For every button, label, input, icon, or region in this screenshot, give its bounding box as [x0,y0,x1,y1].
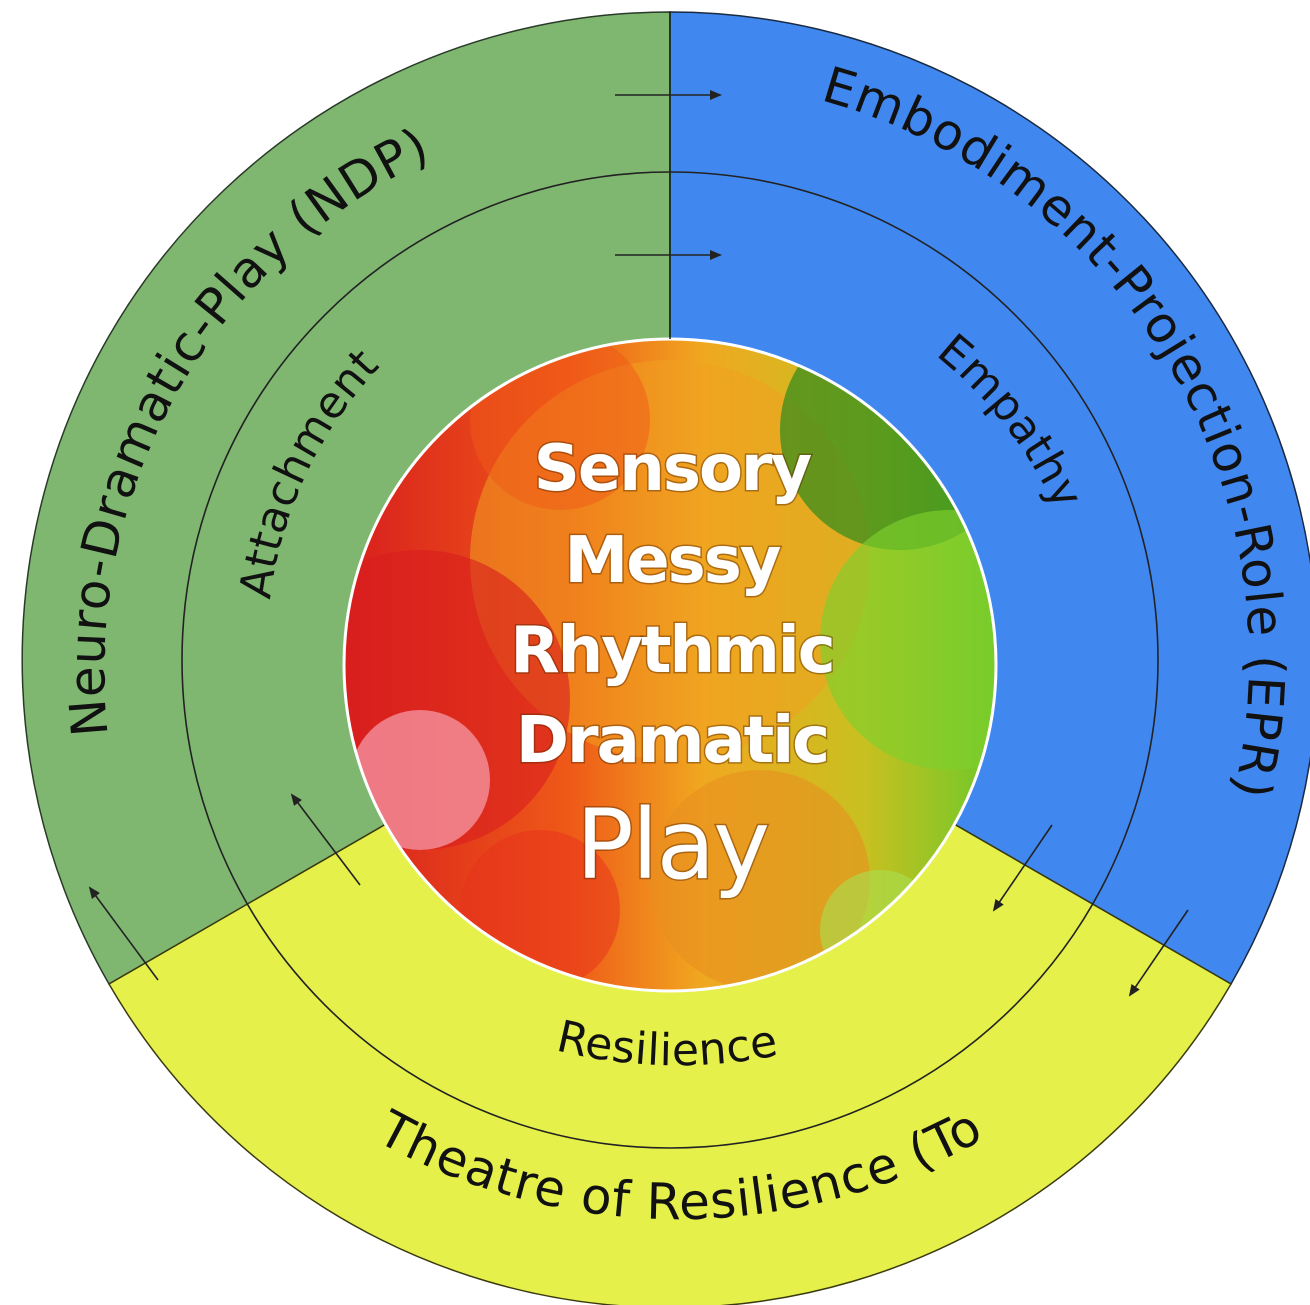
center-word-rhythmic: Rhythmic [510,614,833,688]
arrow-left-inner [290,793,361,886]
center-word-messy: Messy [565,524,781,598]
center-word-play: Play [576,789,768,901]
arrow-right-inner [992,824,1053,912]
arrow-left-outer [88,886,159,981]
arrow-right-outer [1128,909,1189,997]
center-word-sensory: Sensory [534,432,812,506]
center-word-dramatic: Dramatic [516,704,828,778]
